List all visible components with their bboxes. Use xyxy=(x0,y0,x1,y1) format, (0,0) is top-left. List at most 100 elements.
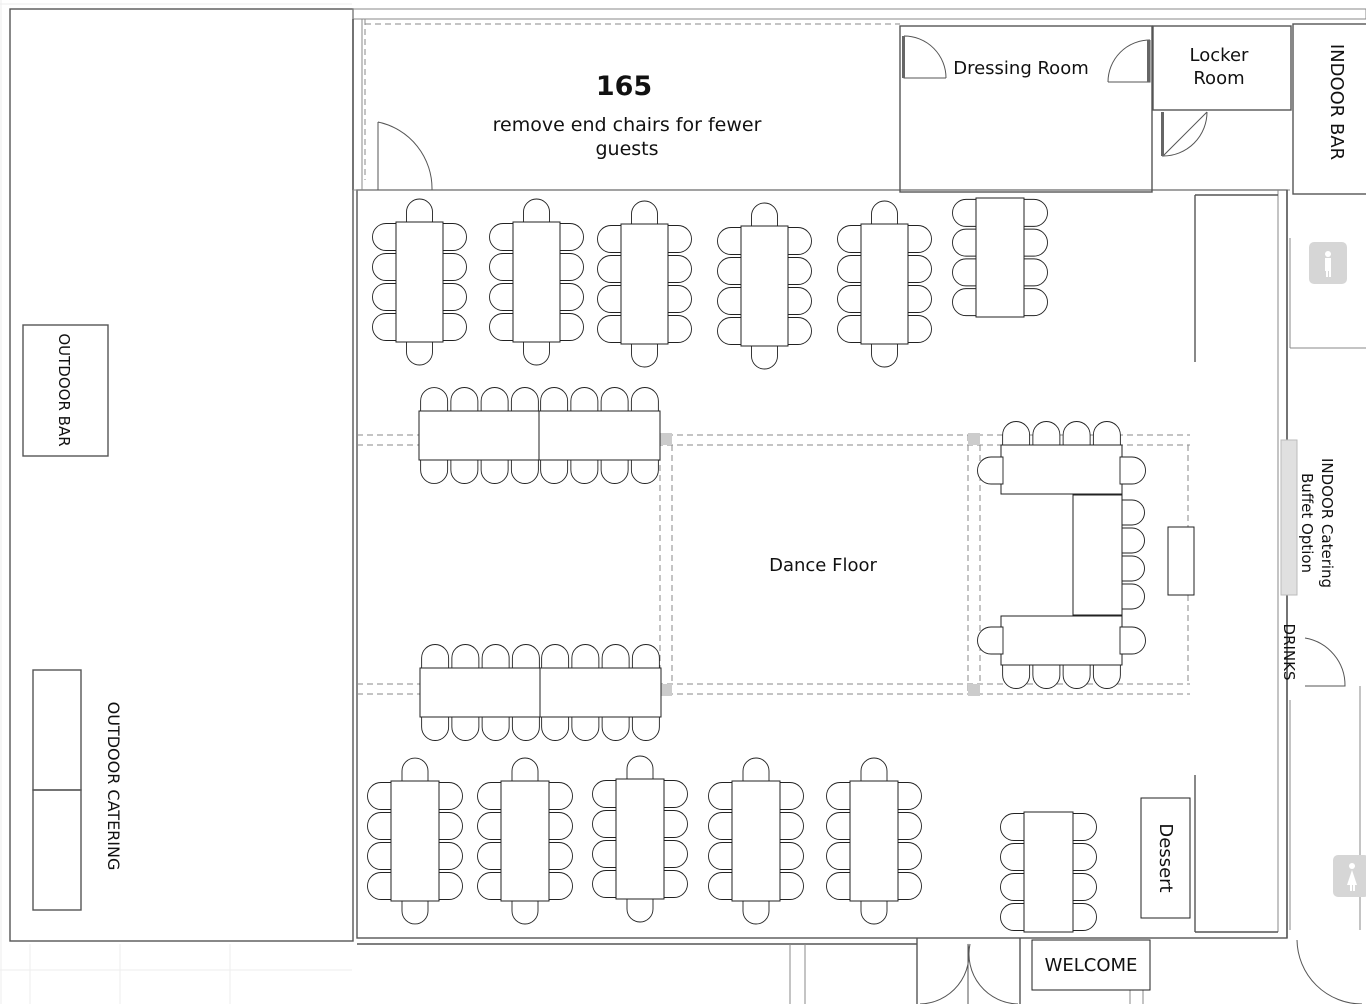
chair xyxy=(367,782,394,810)
chair xyxy=(871,341,898,368)
entrance-door-right xyxy=(968,943,1019,1004)
banquet-table xyxy=(1023,811,1074,933)
chair xyxy=(661,810,688,838)
chair xyxy=(1119,583,1145,610)
chair xyxy=(777,842,804,870)
chair xyxy=(717,227,744,255)
outdoor-catering xyxy=(32,669,82,911)
outdoor-catering-label: OUTDOOR CATERING xyxy=(104,702,123,871)
chair xyxy=(1002,421,1031,448)
chair xyxy=(540,457,569,484)
chair xyxy=(1062,421,1091,448)
indoor-bar xyxy=(1292,23,1366,195)
chair xyxy=(785,257,812,285)
note-line-1: remove end chairs for fewer xyxy=(493,114,762,136)
chair xyxy=(895,782,922,810)
chair xyxy=(597,315,624,343)
chair xyxy=(367,842,394,870)
locker-room-label-2: Room xyxy=(1193,68,1244,89)
chair xyxy=(826,782,853,810)
guest-count: 165 xyxy=(596,71,652,102)
chair xyxy=(1070,903,1097,931)
banquet-table xyxy=(860,223,909,345)
chair xyxy=(837,285,864,313)
chair xyxy=(1070,843,1097,871)
chair xyxy=(557,223,584,251)
chair xyxy=(1000,813,1027,841)
chair xyxy=(1070,873,1097,901)
chair xyxy=(477,842,504,870)
chair xyxy=(489,223,516,251)
chair xyxy=(600,457,629,484)
chair xyxy=(665,225,692,253)
chair xyxy=(401,757,429,784)
chair xyxy=(1021,198,1048,227)
dressing-room-door-right xyxy=(1107,39,1151,83)
chair xyxy=(1000,843,1027,871)
dressing-room-door-left xyxy=(903,35,947,79)
chair xyxy=(510,457,539,484)
chair xyxy=(1092,421,1121,448)
chair xyxy=(1119,527,1145,554)
chair xyxy=(600,387,629,414)
chair xyxy=(777,872,804,900)
building-walls xyxy=(352,8,1366,1004)
chair xyxy=(895,842,922,870)
dance-floor-label: Dance Floor xyxy=(769,555,877,576)
chair xyxy=(546,842,573,870)
chair xyxy=(837,255,864,283)
chair xyxy=(708,812,735,840)
chair xyxy=(597,285,624,313)
banquet-table xyxy=(500,780,550,902)
chair xyxy=(523,198,550,225)
chair xyxy=(630,387,659,414)
chair xyxy=(477,782,504,810)
chair xyxy=(1000,873,1027,901)
chair xyxy=(481,714,510,741)
chair xyxy=(826,812,853,840)
bottom-right-door xyxy=(1296,939,1363,1004)
chair xyxy=(436,872,463,900)
chair xyxy=(546,872,573,900)
chair xyxy=(952,198,979,227)
chair xyxy=(372,253,399,281)
banquet-table xyxy=(419,667,542,718)
chair xyxy=(406,198,433,225)
chair xyxy=(540,387,569,414)
welcome-label: WELCOME xyxy=(1045,955,1138,976)
chair xyxy=(1021,288,1048,317)
banquet-table xyxy=(539,667,662,718)
dressing-room-label: Dressing Room xyxy=(953,58,1089,79)
chair xyxy=(1002,662,1031,689)
chair xyxy=(837,315,864,343)
chair xyxy=(1092,662,1121,689)
chair xyxy=(420,387,449,414)
chair xyxy=(952,228,979,257)
drinks-label: DRINKS xyxy=(1280,624,1298,681)
chair xyxy=(420,457,449,484)
chair xyxy=(557,253,584,281)
chair xyxy=(631,200,658,227)
chair xyxy=(592,780,619,808)
chair xyxy=(661,840,688,868)
indoor-catering-label-1: INDOOR Catering xyxy=(1318,458,1336,588)
banquet-table xyxy=(395,221,444,343)
chair xyxy=(477,872,504,900)
chair xyxy=(592,810,619,838)
chair xyxy=(1021,258,1048,287)
chair xyxy=(511,714,540,741)
chair xyxy=(523,339,550,366)
chair xyxy=(597,225,624,253)
chair xyxy=(826,872,853,900)
u-table-stand xyxy=(1167,526,1195,596)
chair xyxy=(481,644,510,671)
chair xyxy=(626,755,654,782)
chair xyxy=(489,313,516,341)
chair xyxy=(860,898,888,925)
banquet-table xyxy=(1000,444,1123,495)
chair xyxy=(905,285,932,313)
chair xyxy=(511,898,539,925)
side-door xyxy=(377,121,433,191)
chair xyxy=(952,288,979,317)
chair xyxy=(1119,456,1146,485)
